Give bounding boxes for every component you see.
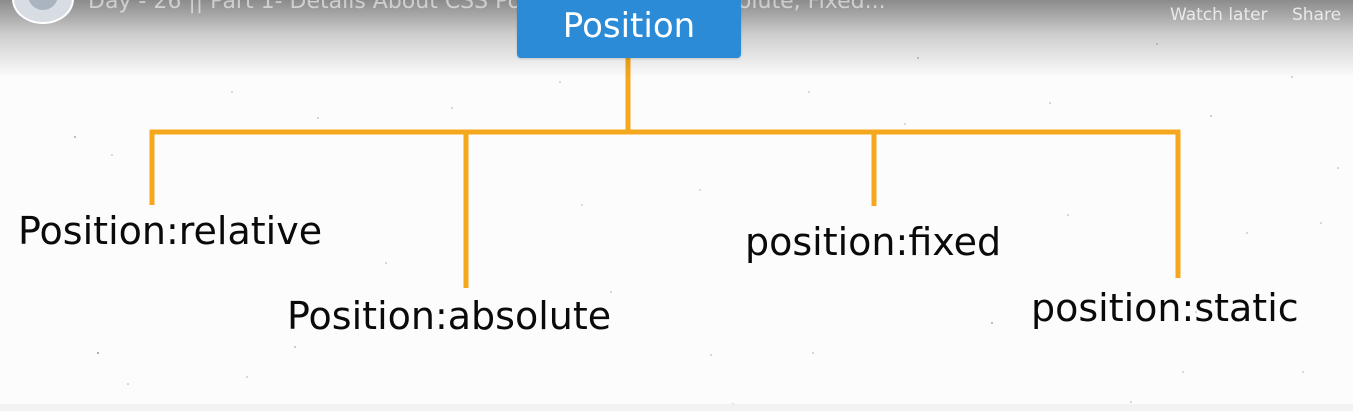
node-position-relative: Position:relative [18,209,323,253]
node-position-absolute: Position:absolute [287,294,612,338]
root-node-box: Position [517,0,741,58]
node-position-fixed: position:fixed [745,220,1002,264]
player-bottom-edge [0,404,1353,411]
avatar-silhouette [28,0,58,10]
root-node-label: Position [562,6,696,46]
node-position-static: position:static [1031,286,1299,330]
share-button[interactable]: Share [1292,5,1342,25]
watch-later-button[interactable]: Watch later [1170,5,1268,25]
